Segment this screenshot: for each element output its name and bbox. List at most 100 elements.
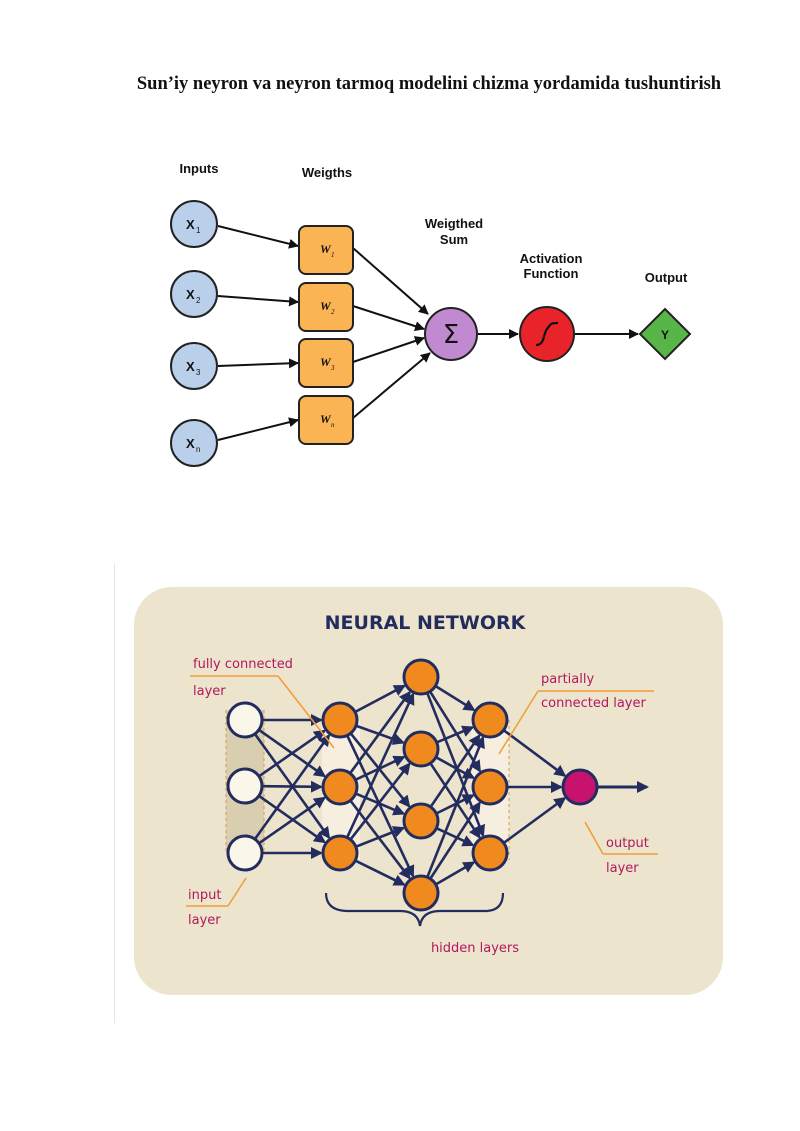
neural-network-diagram: NEURAL NETWORK fully connected layer par… (134, 587, 723, 995)
arrow-weight3-sum (352, 336, 425, 363)
edge-l2-0-1 (428, 690, 482, 773)
input-node-3-sub: 3 (196, 368, 201, 377)
arrow-input1-weight1 (217, 225, 299, 249)
input-node-2 (226, 767, 264, 805)
input-node-n: X n (170, 419, 218, 467)
weight-box-1-sub: 1 (331, 251, 335, 259)
hidden3-node-1 (471, 701, 509, 739)
edge-l1-2-0 (345, 692, 415, 839)
edge-l0-2-0 (253, 733, 331, 840)
input-node-3: X 3 (170, 342, 218, 390)
hidden2-node-1 (402, 658, 440, 696)
sigmoid-icon (535, 321, 559, 347)
edge-l1-0-3 (346, 734, 415, 878)
input-node-1-sub: 1 (196, 226, 201, 235)
edge-l1-1-0 (349, 690, 411, 775)
edge-l2-2-1 (435, 794, 475, 815)
annotation-output-pointer (584, 821, 604, 855)
weight-box-3-sub: 3 (330, 364, 335, 372)
annotation-partially-pointer (498, 690, 539, 755)
edge-l0-2-1 (258, 796, 327, 845)
input-node-2: X 2 (170, 270, 218, 318)
edge-l2-1-0 (436, 725, 475, 744)
edge-l2-1-2 (429, 762, 481, 839)
weight-box-3-label: W (320, 355, 332, 369)
edge-l2-0-0 (434, 684, 476, 712)
hidden2-node-4 (402, 874, 440, 912)
edge-l1-2-1 (349, 762, 411, 841)
annotation-hidden-layers: hidden layers (431, 941, 519, 956)
page-title: Sun’iy neyron va neyron tarmoq modelini … (136, 74, 722, 94)
hidden1-node-2 (321, 768, 359, 806)
weight-box-2-label: W (320, 299, 332, 313)
output-node: Y (638, 307, 692, 361)
hidden1-node-1 (321, 701, 359, 739)
input-node-1: X 1 (170, 200, 218, 248)
input-node-3-label: X (186, 359, 195, 374)
annotation-fully-connected-line2: layer (193, 684, 226, 699)
arrow-weight2-sum (352, 305, 425, 331)
perceptron-diagram: Inputs Weigths Weigthed Sum Activation F… (170, 161, 692, 467)
weight-box-1-label: W (320, 242, 332, 256)
hidden1-node-3 (321, 834, 359, 872)
weight-box-1: W 1 (298, 225, 354, 275)
arrow-input2-weight2 (217, 295, 299, 307)
annotation-partially-line1: partially (541, 672, 594, 687)
annotation-partially-line2: connected layer (541, 696, 646, 711)
annotation-input-line1: input (188, 888, 221, 903)
weighted-sum-label-line2: Sum (440, 232, 468, 247)
edge-l2-2-0 (429, 734, 481, 808)
network-nodes (226, 658, 599, 912)
hidden2-node-2 (402, 730, 440, 768)
edge-l0-1-2 (258, 794, 327, 844)
annotation-fully-connected-line1: fully connected (193, 657, 293, 672)
edge-l2-3-1 (429, 801, 481, 880)
hidden3-node-3 (471, 834, 509, 872)
edge-l1-2-3 (354, 859, 406, 886)
edge-l1-0-0 (354, 684, 406, 714)
input-node-n-label: X (186, 436, 195, 451)
weights-label: Weigths (302, 165, 352, 180)
weight-box-3: W 3 (298, 338, 354, 388)
edge-l1-1-3 (349, 799, 411, 880)
edge-l3-0-0 (502, 729, 567, 777)
input-node-1-label: X (186, 217, 195, 232)
arrow-inputn-weightn (217, 417, 299, 441)
edge-l2-2-2 (435, 826, 475, 847)
input-node-2-sub: 2 (196, 296, 201, 305)
annotation-output-line2: layer (606, 861, 639, 876)
annotation-input-line2: layer (188, 913, 221, 928)
edge-l1-2-2 (355, 826, 406, 848)
output-label: Output (645, 270, 688, 285)
weight-box-n: W n (298, 395, 354, 445)
hidden3-node-2 (471, 768, 509, 806)
weight-box-n-sub: n (331, 421, 335, 429)
sum-node: Σ (424, 307, 478, 361)
weight-box-n-label: W (320, 412, 332, 426)
activation-label-line2: Function (524, 266, 579, 281)
network-edges (253, 684, 567, 886)
hidden2-node-3 (402, 802, 440, 840)
arrow-weightn-sum (352, 352, 431, 419)
edge-l3-2-0 (502, 797, 567, 844)
output-node-1 (561, 768, 599, 806)
weight-box-2: W 2 (298, 282, 354, 332)
sum-symbol: Σ (443, 320, 459, 350)
activation-label-line1: Activation (520, 251, 583, 266)
input-node-3 (226, 834, 264, 872)
inputs-label: Inputs (180, 161, 219, 176)
annotation-fully-pointer (277, 675, 335, 749)
margin-line (114, 563, 115, 1023)
activation-node (519, 306, 575, 362)
annotation-output-line1: output (606, 836, 649, 851)
edge-l2-3-2 (435, 861, 476, 886)
arrow-input3-weight3 (217, 358, 299, 369)
edge-l2-3-0 (426, 735, 485, 878)
network-title: NEURAL NETWORK (325, 612, 527, 634)
output-symbol: Y (661, 328, 669, 342)
arrow-weight1-sum (352, 247, 429, 315)
input-node-n-sub: n (196, 445, 200, 454)
edge-l0-1-0 (258, 729, 327, 778)
annotation-input-pointer (227, 877, 247, 907)
network-panel (134, 587, 723, 995)
